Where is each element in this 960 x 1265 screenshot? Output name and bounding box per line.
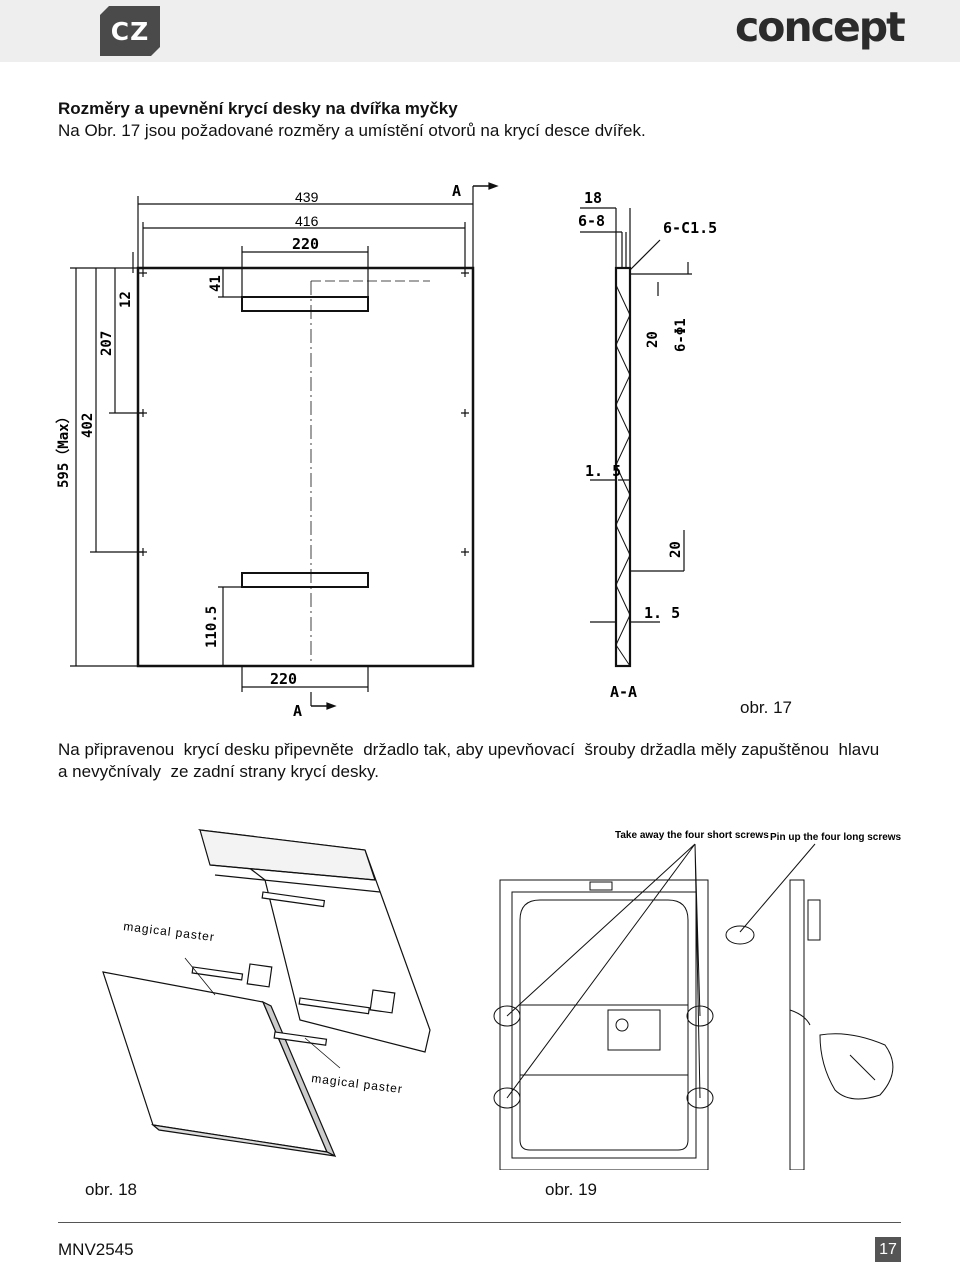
dim-20-bottom: 20 [668,541,684,558]
dim-402: 402 [80,413,96,438]
dim-12: 12 [118,291,134,308]
handle-slot-top [241,296,369,312]
section-mark-bottom: A [293,702,302,720]
figure-18-caption: obr. 18 [85,1180,137,1199]
dim-220-bottom: 220 [270,670,297,688]
label-magical-paster-top: magical paster [123,919,216,944]
handle-slot-bottom [241,572,369,588]
dim-110-5: 110.5 [204,606,220,648]
language-badge: CZ [100,6,160,56]
dim-6-c1-5: 6-C1.5 [663,219,717,237]
model-number: MNV2545 [58,1240,134,1259]
footer-divider [58,1222,901,1223]
instruction-line-2: a nevyčnívaly ze zadní strany krycí desk… [58,762,379,781]
note-pin-up-long-screws: Pin up the four long screws [770,832,902,843]
figure-18-illustration: magical paster magical paster [102,829,431,1158]
figure-19-illustration: Take away the four short screws Pin up t… [493,830,902,1170]
dim-439: 439 [295,189,319,205]
dim-6-phi1: 6-Φ1 [673,318,689,352]
screw-circle-left-top [493,1005,521,1027]
section-label-aa: A-A [610,683,637,701]
header-band [0,0,960,62]
figure-17-caption: obr. 17 [740,698,792,717]
screw-circle-left-bottom [493,1087,521,1109]
section-mark-top: A [452,182,461,200]
instruction-line-1: Na připravenou krycí desku připevněte dr… [58,740,880,759]
dim-6-8: 6-8 [578,212,605,230]
label-magical-paster-bottom: magical paster [311,1071,404,1096]
dim-1-5-b: 1. 5 [644,604,680,622]
section-intro: Na Obr. 17 jsou požadované rozměry a umí… [58,121,646,140]
dim-20-top: 20 [645,331,661,348]
dim-220-top: 220 [292,235,319,253]
dim-1-5-a: 1. 5 [585,462,621,480]
figure-19-caption: obr. 19 [545,1180,597,1199]
dim-595-max: 595（Max） [56,409,72,488]
note-take-away-short-screws: Take away the four short screws [615,830,769,841]
door-inner-outline [499,879,709,1170]
dim-207: 207 [99,331,115,356]
figure-17-drawing: 439 416 220 220 A A 595（Max） 402 207 12 … [56,182,717,720]
brand-logo: concept [735,3,906,51]
page-number: 17 [875,1237,901,1262]
dim-18: 18 [584,189,602,207]
dim-416: 416 [295,213,319,229]
cover-panel-outline [136,266,475,668]
dim-41: 41 [208,275,224,292]
section-profile [614,266,632,668]
section-title: Rozměry a upevnění krycí desky na dvířka… [58,99,458,118]
